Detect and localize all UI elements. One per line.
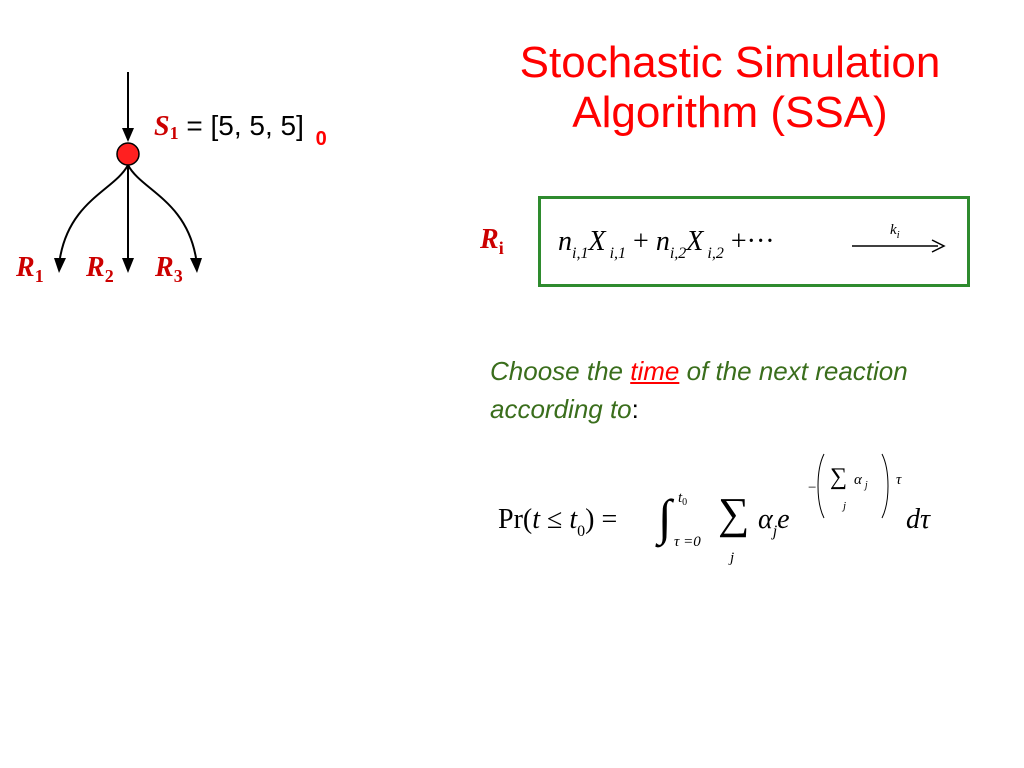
species-x2: X [686,226,704,257]
time-step-index: 0 [315,128,327,150]
reaction-subscript: 1 [34,266,44,286]
stoich-n1-sub: i,1 [572,245,589,262]
species-symbol: S [154,111,170,142]
exp-alpha-sub: j [864,480,868,491]
reaction-subscript: 2 [104,266,114,286]
formula-lhs: Pr(t ≤ t0) = [498,504,618,540]
reaction-network-diagram [54,72,202,273]
exp-sum-sign: ∑ [830,464,848,490]
exp-e: e [777,504,790,535]
exp-alpha-sym: α [854,472,862,488]
var-t0-sub: 0 [577,523,586,540]
instruction-suffix: of the next reaction according to [490,356,908,424]
instruction-text: Choose the time of the next reaction acc… [490,352,940,428]
alpha-e-term: αje [758,504,790,540]
pr-open: Pr( [498,504,533,535]
reaction-label-r1: R1 [16,252,44,286]
arrowhead-r2 [122,258,134,273]
exp-parentheses [817,453,889,519]
instruction-prefix: Choose the [490,356,631,386]
reaction-subscript: i [498,238,504,258]
generic-reaction-label: Ri [480,224,504,258]
species-x2-sub: i,2 [707,245,724,262]
arrow-to-r3 [127,164,197,259]
continuation-dots: +··· [730,226,775,257]
plus-sign: + [633,226,649,257]
var-t: t [532,504,541,535]
reaction-rule-box [538,196,970,287]
species-x1: X [588,226,606,257]
reaction-symbol: R [155,252,174,283]
slide-title: Stochastic Simulation Algorithm (SSA) [470,38,990,138]
rate-arrow [852,239,946,253]
alpha: α [758,504,773,535]
d-tau-text: dτ [906,504,931,535]
exp-minus: − [808,480,817,496]
rate-symbol: k [890,222,897,238]
integral-sign: ∫ [658,489,672,545]
species-state-label: S1 = [5, 5, 5] 0 [154,110,327,150]
reaction-symbol: R [86,252,105,283]
reaction-symbol: R [480,224,499,255]
title-line-1: Stochastic Simulation [519,38,941,87]
incoming-arrowhead [122,128,134,142]
pr-close: ) = [585,504,618,535]
reaction-subscript: 3 [173,266,183,286]
upper-t: t [678,490,683,506]
arrowhead-r3 [190,258,202,273]
exp-sum-index: j [843,500,847,512]
exp-tau: τ [896,472,902,488]
var-t0: t [569,504,578,535]
species-state-value: = [5, 5, 5] [186,110,304,141]
instruction-highlight: time [630,356,680,386]
integral-upper-limit: t0 [678,490,688,508]
title-line-2: Algorithm (SSA) [572,88,888,137]
instruction-colon: : [631,394,639,424]
arrowhead-r1 [54,258,66,273]
integral-lower-limit: τ =0 [674,534,701,550]
species-subscript: 1 [169,123,179,143]
alpha-sub: j [772,523,778,540]
sum-sign: ∑ [718,489,750,538]
rate-constant: ki [890,222,900,241]
d-tau: dτ [906,504,930,536]
reaction-label-r3: R3 [155,252,183,286]
reaction-label-r2: R2 [86,252,114,286]
leq-sign: ≤ [547,504,563,535]
sum-index: j [730,550,735,566]
stoich-n2: n [655,226,670,257]
arrow-to-r1 [59,164,129,259]
upper-t-sub: 0 [682,497,688,508]
stoich-n2-sub: i,2 [669,245,687,262]
reaction-symbol: R [16,252,35,283]
stoich-n1: n [558,226,572,257]
species-x1-sub: i,1 [609,245,627,262]
species-node [116,142,140,166]
rate-subscript: i [896,229,900,241]
